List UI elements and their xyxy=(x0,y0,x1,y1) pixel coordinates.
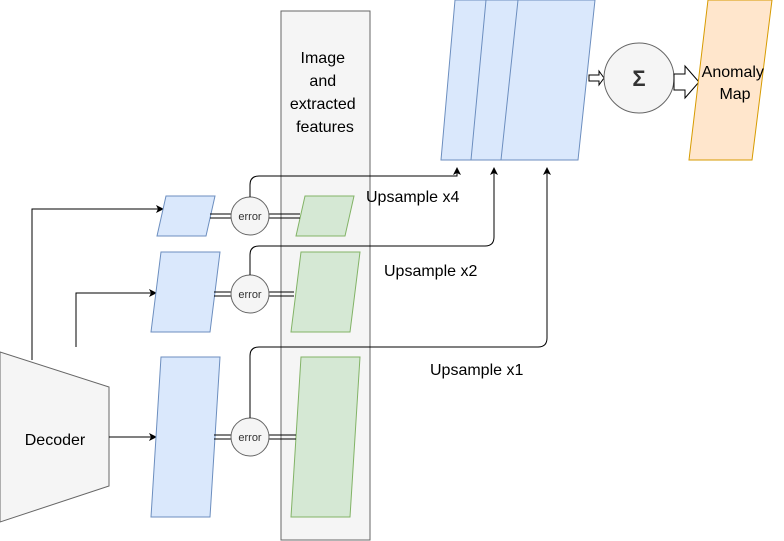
sum-symbol: Σ xyxy=(632,66,645,91)
error-label-small: error xyxy=(238,211,262,223)
decoder-to-medium-feature-arrow xyxy=(75,289,157,347)
upsampled-map-front xyxy=(500,0,596,161)
extracted-feature-large xyxy=(290,356,361,518)
maps-to-sum-arrow xyxy=(588,69,605,87)
decoder-to-small-feature-arrow xyxy=(31,205,164,360)
decoder-feature-medium xyxy=(150,251,221,333)
decoder-block xyxy=(0,351,110,523)
decoder-feature-small xyxy=(156,195,216,237)
column-title-line-2: and xyxy=(309,73,336,90)
svg-text:Anomaly Map: Anomaly Map xyxy=(702,64,769,103)
anomaly-map-label-line-2: Map xyxy=(719,86,750,103)
upsample-x1-arrow xyxy=(249,167,551,418)
decoder-label: Decoder xyxy=(25,432,86,449)
error-label-large: error xyxy=(238,432,262,444)
column-title-line-4: features xyxy=(296,119,354,136)
decoder-feature-large xyxy=(150,356,221,518)
upsample-x4-arrow xyxy=(249,167,461,197)
column-title-line-1: Image xyxy=(301,50,346,67)
anomaly-map xyxy=(688,0,773,161)
column-title-line-3: extracted xyxy=(290,96,356,113)
anomaly-map-label-line-1: Anomaly xyxy=(702,64,764,81)
error-links xyxy=(210,213,300,440)
upsample-x2-label: Upsample x2 xyxy=(384,263,477,280)
svg-text:Image and extracted: Image and extracted features xyxy=(290,50,360,136)
extracted-feature-small xyxy=(295,195,355,237)
upsample-x4-label: Upsample x4 xyxy=(366,189,459,206)
error-label-medium: error xyxy=(238,289,262,301)
upsample-x1-label: Upsample x1 xyxy=(430,362,523,379)
upsample-x2-arrow xyxy=(249,167,498,275)
sum-to-anomaly-arrow xyxy=(673,64,700,100)
extracted-feature-medium xyxy=(290,251,361,333)
